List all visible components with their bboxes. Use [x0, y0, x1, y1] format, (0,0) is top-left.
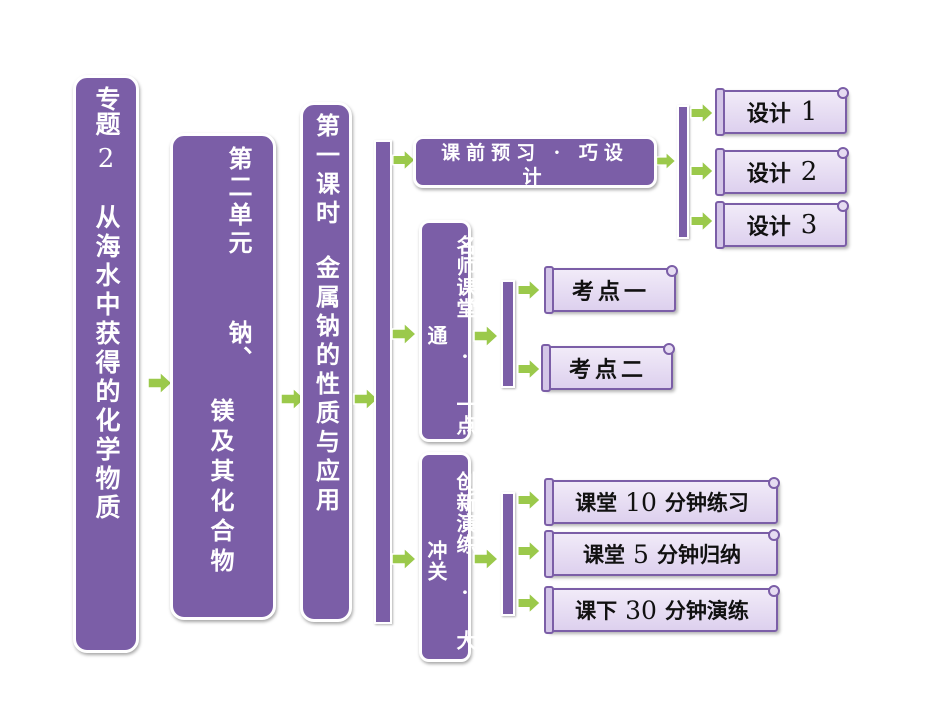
section-lecture-box[interactable]: 名师课堂 · 一点通: [419, 220, 477, 442]
arrow-right-icon: [517, 278, 542, 302]
scroll-item-post: 分钟练习: [664, 490, 749, 515]
scroll-item-pre: 课下: [575, 598, 618, 623]
arrow-right-icon: [690, 209, 715, 233]
topic-title: 从海水中获得的化学物质: [92, 204, 121, 523]
arrow-right-icon: [517, 488, 542, 512]
scroll-item-pre: 课堂: [575, 490, 618, 515]
scroll-item-number: 3: [800, 210, 818, 240]
scroll-item-design-1[interactable]: 设计 1: [715, 87, 849, 136]
arrow-right-icon: [517, 357, 542, 381]
scroll-item-number: 30: [625, 595, 657, 625]
scroll-item-word: 设计: [746, 161, 791, 187]
arrow-right-icon: [690, 101, 715, 125]
arrow-right-icon: [353, 386, 380, 412]
scroll-item-key-point-1[interactable]: 考点一: [544, 265, 678, 314]
section-preview-label: 课前预习 · 巧设计: [441, 142, 629, 188]
unit-line1: 第二单元: [224, 146, 253, 258]
arrow-right-icon: [280, 386, 307, 412]
lesson-box[interactable]: 第一课时 金属钠的性质与应用: [300, 102, 352, 622]
unit-line2: 钠、: [224, 320, 253, 372]
scroll-item-text: 考点二: [568, 357, 647, 383]
arrow-right-icon: [473, 546, 500, 572]
scroll-item-design-2[interactable]: 设计 2: [715, 147, 849, 196]
section-practice-label: 创新演练 · 大冲关: [424, 471, 477, 651]
scroll-item-key-point-2[interactable]: 考点二: [541, 343, 675, 392]
arrow-right-icon: [690, 159, 715, 183]
unit-box[interactable]: 第二单元 钠、 镁及其化合物: [170, 133, 276, 620]
arrow-right-icon: [392, 148, 417, 172]
scroll-item-practice-2[interactable]: 课堂 5 分钟归纳: [544, 529, 780, 578]
scroll-item-practice-1[interactable]: 课堂 10 分钟练习: [544, 477, 780, 526]
lesson-line2: 金属钠的性质与应用: [311, 255, 341, 516]
scroll-item-practice-3[interactable]: 课下 30 分钟演练: [544, 585, 780, 634]
topic-number: 2: [97, 144, 115, 174]
arrow-right-icon: [147, 370, 174, 396]
scroll-item-number: 1: [800, 97, 818, 127]
arrow-right-icon: [517, 539, 542, 563]
scroll-item-text: 考点一: [571, 279, 650, 305]
scroll-item-number: 5: [633, 539, 649, 569]
scroll-item-word: 设计: [746, 101, 791, 127]
arrow-right-icon: [655, 151, 677, 171]
arrow-right-icon: [473, 323, 500, 349]
scroll-item-number: 2: [800, 157, 818, 187]
section-lecture-label: 名师课堂 · 一点通: [424, 234, 477, 436]
arrow-right-icon: [391, 321, 418, 347]
scroll-item-post: 分钟演练: [664, 598, 749, 623]
arrow-right-icon: [517, 591, 542, 615]
section-practice-box[interactable]: 创新演练 · 大冲关: [419, 452, 477, 662]
scroll-item-pre: 课堂: [583, 542, 626, 567]
topic-box[interactable]: 专题 2 从海水中获得的化学物质: [73, 75, 139, 653]
scroll-item-design-3[interactable]: 设计 3: [715, 200, 849, 249]
scroll-item-word: 设计: [746, 214, 791, 240]
arrow-right-icon: [391, 546, 418, 572]
unit-line3: 镁及其化合物: [206, 398, 235, 578]
section-preview-box[interactable]: 课前预习 · 巧设计: [413, 136, 657, 188]
branch-bar-preview: [677, 105, 689, 239]
branch-bar-practice: [501, 492, 515, 616]
scroll-item-post: 分钟归纳: [656, 542, 741, 567]
lesson-line1: 第一课时: [311, 113, 341, 229]
topic-label: 专题: [92, 86, 121, 136]
branch-bar-lecture: [501, 280, 515, 388]
branch-bar-main: [374, 140, 392, 624]
scroll-item-number: 10: [625, 487, 657, 517]
